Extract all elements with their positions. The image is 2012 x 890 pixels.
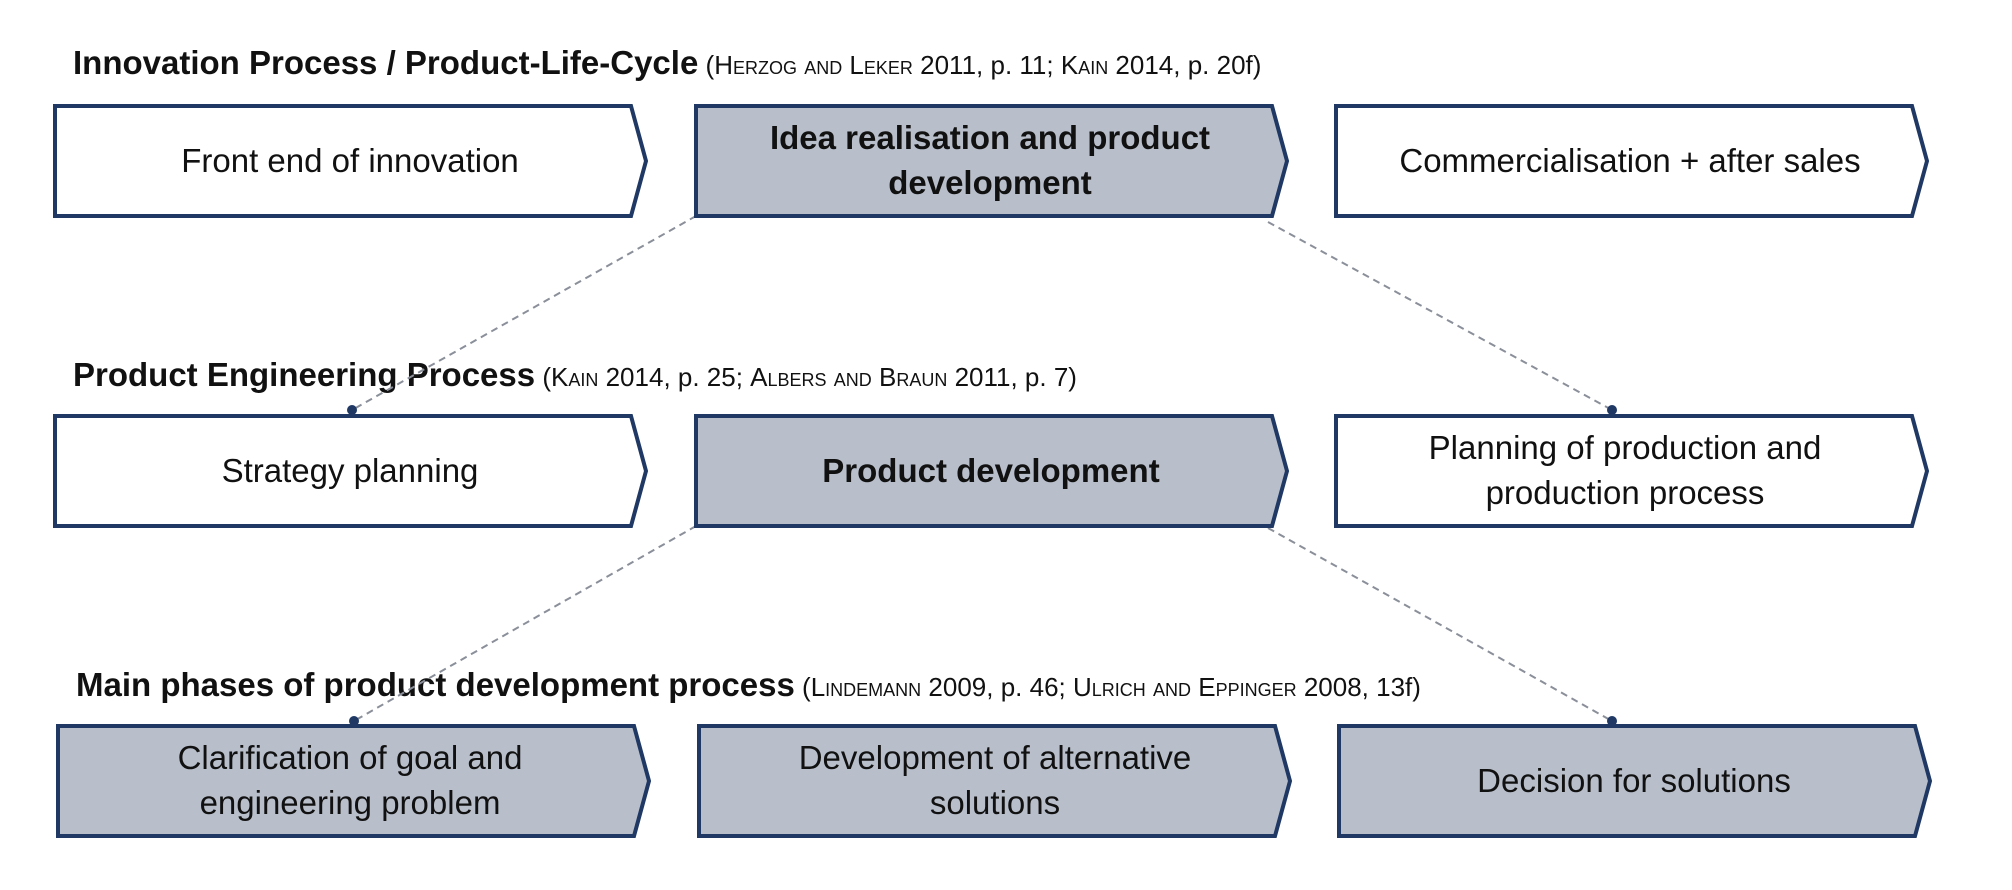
box-label-idea-realisation: Idea realisation and product development xyxy=(769,119,1211,201)
heading-citation: (Kain 2014, p. 25; Albers and Braun 2011… xyxy=(535,362,1077,392)
box-label-strategy-planning: Strategy planning xyxy=(221,451,479,489)
heading-citation: (Lindemann 2009, p. 46; Ulrich and Eppin… xyxy=(794,672,1421,702)
connector-dot xyxy=(1607,405,1617,415)
connector-dot xyxy=(349,716,359,726)
connector-line xyxy=(1267,221,1613,411)
connector-line xyxy=(351,215,697,411)
connector-line xyxy=(353,525,697,722)
process-box-production-planning xyxy=(1334,414,1930,528)
process-box-clarification xyxy=(56,724,652,838)
process-box-front-end xyxy=(53,104,649,218)
process-box-alternative-solutions xyxy=(697,724,1293,838)
process-box-commercialisation xyxy=(1334,104,1930,218)
process-box-idea-realisation xyxy=(694,104,1290,218)
box-label-commercialisation: Commercialisation + after sales xyxy=(1399,141,1861,179)
process-box-product-development xyxy=(694,414,1290,528)
box-label-front-end: Front end of innovation xyxy=(181,141,519,179)
heading-innovation-process: Innovation Process / Product-Life-Cycle … xyxy=(73,44,1261,82)
heading-title: Product Engineering Process xyxy=(73,356,536,393)
heading-title: Innovation Process / Product-Life-Cycle xyxy=(73,44,699,81)
process-box-decision xyxy=(1337,724,1933,838)
connector-dot xyxy=(347,405,357,415)
connector-dot xyxy=(1607,716,1617,726)
connector-dots xyxy=(347,405,1617,726)
box-label-alternative-solutions: Development of alternative solutions xyxy=(798,739,1192,821)
connector-line xyxy=(1267,527,1613,722)
heading-citation: (Herzog and Leker 2011, p. 11; Kain 2014… xyxy=(698,50,1262,80)
heading-title: Main phases of product development proce… xyxy=(76,666,795,703)
heading-product-engineering-process: Product Engineering Process (Kain 2014, … xyxy=(73,356,1077,394)
box-label-decision: Decision for solutions xyxy=(1477,761,1791,799)
heading-main-phases: Main phases of product development proce… xyxy=(76,666,1421,704)
box-label-production-planning: Planning of production and production pr… xyxy=(1428,429,1822,511)
box-label-clarification: Clarification of goal and engineering pr… xyxy=(177,739,523,821)
connectors xyxy=(351,215,1613,722)
box-label-product-development: Product development xyxy=(822,451,1160,489)
process-box-strategy-planning xyxy=(53,414,649,528)
